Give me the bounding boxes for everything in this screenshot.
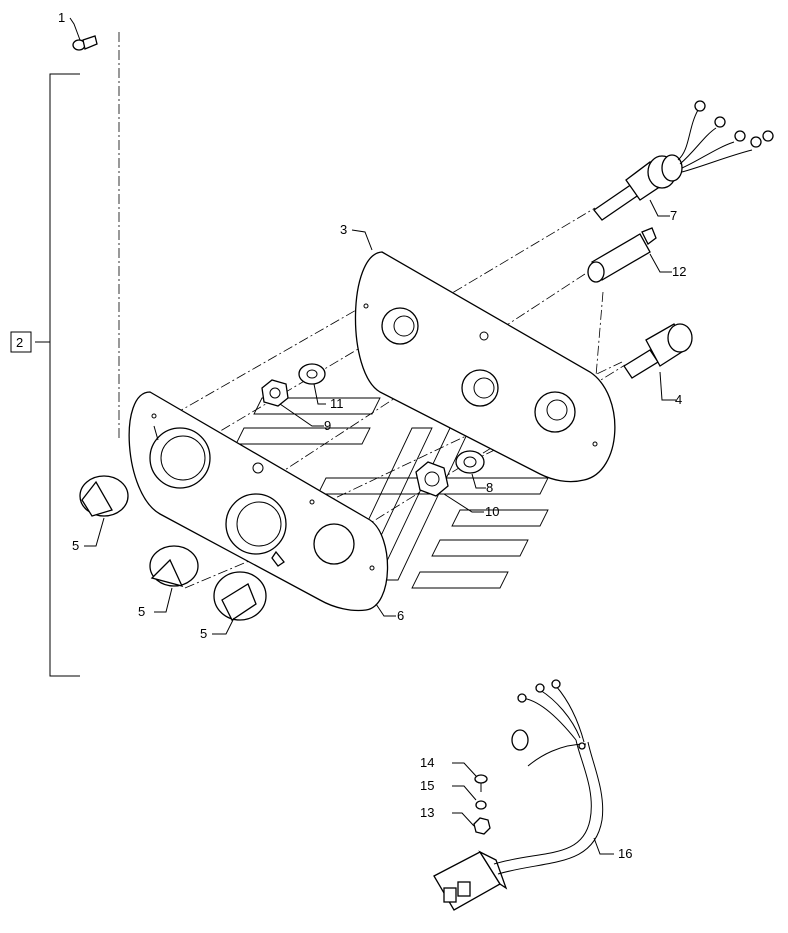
knob-item-5 bbox=[213, 571, 267, 621]
rear-plate-item-3 bbox=[354, 251, 616, 483]
callout-label: 13 bbox=[420, 805, 434, 820]
callout-label: 5 bbox=[72, 538, 79, 553]
knob-item-5 bbox=[79, 475, 129, 517]
callout-label: 14 bbox=[420, 755, 434, 770]
nut-item-9 bbox=[261, 379, 289, 407]
harness-item-16 bbox=[433, 679, 604, 911]
callout-label: 9 bbox=[324, 418, 331, 433]
callout-label: 1 bbox=[58, 10, 65, 25]
screw-item-1 bbox=[72, 35, 98, 51]
nut-item-10 bbox=[415, 461, 449, 497]
knob-item-5 bbox=[149, 545, 199, 587]
assembly-bracket bbox=[10, 73, 80, 677]
callout-leaders bbox=[69, 17, 676, 855]
callout-label: 16 bbox=[618, 846, 632, 861]
front-plate-item-6 bbox=[128, 391, 389, 612]
callout-label: 2 bbox=[16, 335, 23, 350]
callout-label: 11 bbox=[330, 396, 344, 411]
callout-label: 4 bbox=[675, 392, 682, 407]
screw-item-14 bbox=[474, 774, 488, 792]
assembly-callout-box bbox=[10, 331, 32, 353]
callout-labels: 1 2 3 4 5 5 5 6 7 8 9 10 11 12 13 14 15 … bbox=[16, 10, 686, 861]
callout-label: 6 bbox=[397, 608, 404, 623]
washer-item-15 bbox=[475, 800, 487, 810]
callout-label: 7 bbox=[670, 208, 677, 223]
callout-label: 8 bbox=[486, 480, 493, 495]
callout-label: 10 bbox=[485, 504, 499, 519]
callout-label: 3 bbox=[340, 222, 347, 237]
callout-label: 5 bbox=[200, 626, 207, 641]
switch-item-7 bbox=[593, 100, 774, 221]
washer-item-11 bbox=[298, 363, 326, 385]
cylinder-item-12 bbox=[587, 227, 657, 283]
callout-label: 12 bbox=[672, 264, 686, 279]
nut-item-13 bbox=[473, 817, 491, 835]
sensor-item-4 bbox=[623, 323, 693, 379]
washer-item-8 bbox=[455, 450, 485, 474]
callout-label: 15 bbox=[420, 778, 434, 793]
callout-label: 5 bbox=[138, 604, 145, 619]
